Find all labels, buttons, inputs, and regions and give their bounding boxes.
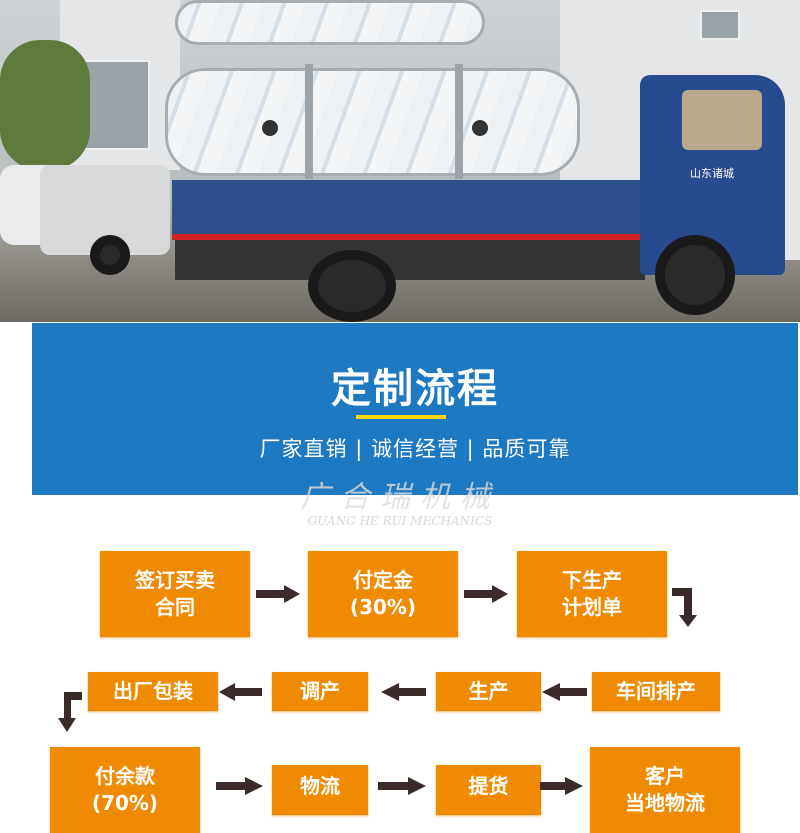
arrow-left-icon (542, 683, 587, 701)
wheel (655, 235, 735, 315)
arrow-right-icon (540, 777, 583, 795)
banner-subtitle: 厂家直销 | 诚信经营 | 品质可靠 (259, 437, 571, 461)
step-packaging: 出厂包装 (88, 672, 218, 711)
wheel (90, 235, 130, 275)
step-sign-contract: 签订买卖 合同 (100, 551, 250, 637)
tree (0, 40, 90, 170)
product-photo: 山东诸城 (0, 0, 800, 322)
arrow-right-icon (216, 777, 263, 795)
arrow-right-icon (378, 777, 426, 795)
arrow-right-icon (464, 585, 508, 603)
window (700, 10, 740, 40)
arrow-left-icon (219, 683, 262, 701)
step-production: 生产 (436, 672, 541, 711)
watermark-en: GUANG HE RUI MECHANICS (307, 514, 493, 528)
tank-port (472, 120, 488, 136)
arrow-right-icon (256, 585, 300, 603)
banner-title: 定制流程 (331, 366, 499, 412)
step-production-plan: 下生产 计划单 (517, 551, 667, 637)
wheel (308, 250, 396, 322)
tank-band (305, 64, 313, 179)
step-deposit: 付定金 (30%) (308, 551, 458, 637)
tank-port (262, 120, 278, 136)
title-underline (356, 415, 446, 419)
watermark-cn: 广合瑞机械 (300, 480, 500, 515)
truck-bed (172, 180, 647, 240)
tank-band (455, 64, 463, 179)
upper-tank (175, 0, 485, 45)
truck-chassis (175, 240, 645, 280)
arrow-down-turn-icon (58, 692, 82, 732)
flow-arrows (58, 585, 697, 795)
cab-window (682, 90, 762, 150)
step-commissioning: 调产 (272, 672, 368, 711)
process-banner: 定制流程 厂家直销 | 诚信经营 | 品质可靠 (32, 323, 798, 495)
arrow-down-turn-icon (672, 588, 697, 627)
arrow-left-icon (381, 683, 426, 701)
truck-door-text: 山东诸城 (690, 167, 734, 180)
step-workshop-schedule: 车间排产 (592, 672, 720, 711)
steam-tank (165, 68, 580, 176)
